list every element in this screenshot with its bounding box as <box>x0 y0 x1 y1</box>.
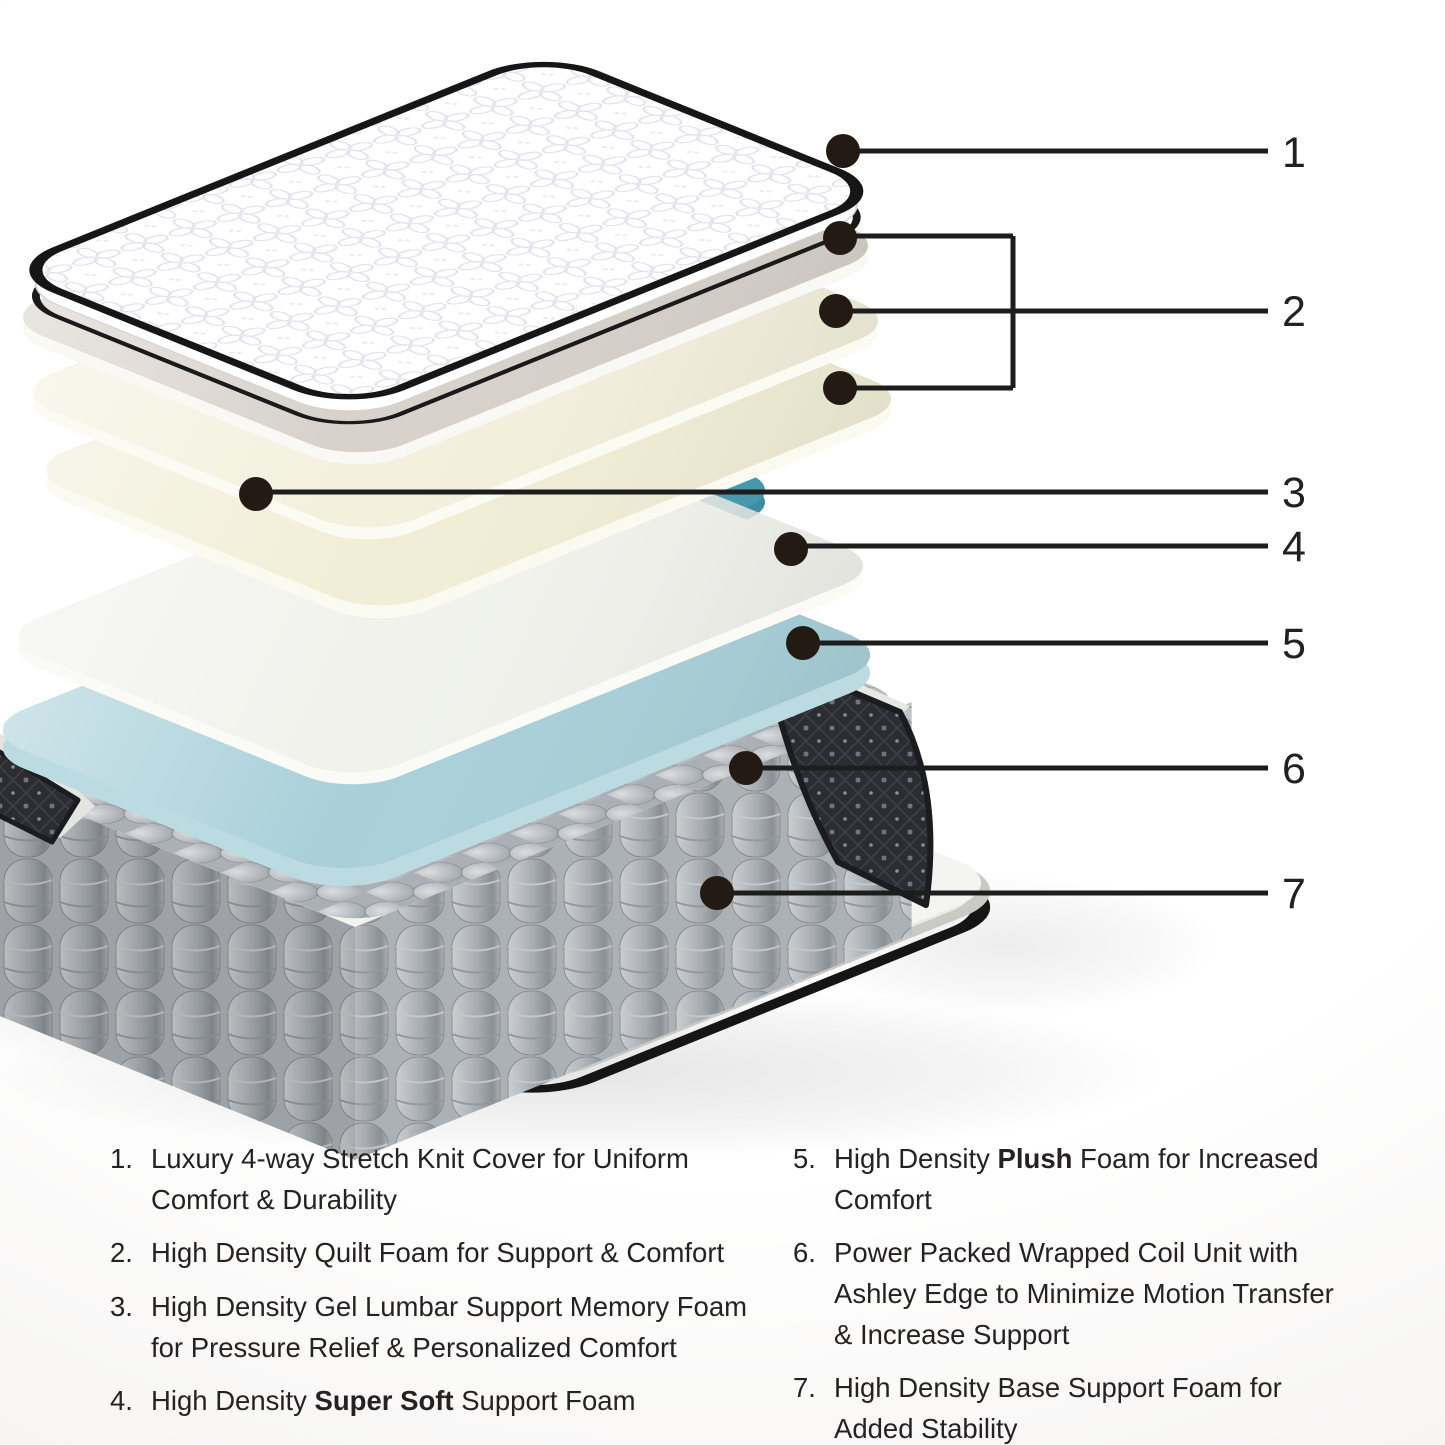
legend-item-number: 2. <box>110 1237 133 1269</box>
cover-top-pattern <box>35 64 857 397</box>
callout-numbers: 1 2 3 4 5 6 7 <box>1282 129 1306 918</box>
callout-dot-7 <box>700 876 734 910</box>
left-quilted-panel <box>0 749 81 845</box>
legend-item-text: High Density Super Soft Support Foam <box>151 1385 636 1417</box>
cover-piping <box>29 61 864 400</box>
callout-number-1: 1 <box>1282 129 1306 177</box>
callout-number-6: 6 <box>1282 745 1306 793</box>
legend-item: 1. Luxury 4-way Stretch Knit Cover for Un… <box>110 1139 772 1220</box>
legend-item-number: 4. <box>110 1385 133 1417</box>
legend-item: 6. Power Packed Wrapped Coil Unit with As… <box>793 1233 1355 1355</box>
coil-front-left-shade <box>0 783 355 1160</box>
callout-number-7: 7 <box>1282 870 1306 918</box>
legend-item-number: 6. <box>793 1237 816 1269</box>
legend-item-number: 3. <box>110 1291 133 1323</box>
callouts: 1 2 3 4 5 6 7 <box>239 129 1306 918</box>
callout-dot-6 <box>729 751 763 785</box>
legend-item: 5. High Density Plush Foam for Increased … <box>793 1139 1355 1220</box>
right-quilted-panel <box>762 652 934 908</box>
callout-dot-3 <box>239 477 273 511</box>
legend-item-text: High Density Quilt Foam for Support & Co… <box>151 1237 725 1269</box>
callout-dot-2a <box>823 221 857 255</box>
coil-front-right-shade <box>355 702 912 1160</box>
callout-dot-2b <box>819 294 853 328</box>
legend-item-number: 1. <box>110 1143 133 1174</box>
layer-1-knit-cover <box>29 61 864 425</box>
legend-column-right: 5. High Density Plush Foam for Increased … <box>793 1139 1355 1445</box>
callout-dot-1 <box>826 134 860 168</box>
callout-number-4: 4 <box>1282 523 1306 571</box>
legend-item: 3. High Density Gel Lumbar Support Memory… <box>110 1287 772 1368</box>
legend-item-number: 5. <box>793 1143 816 1174</box>
callout-bracket-2 <box>836 233 1268 391</box>
legend-item: 2. High Density Quilt Foam for Support & … <box>110 1233 772 1274</box>
callout-lines <box>256 148 1268 896</box>
legend-item: 7. High Density Base Support Foam for Add… <box>793 1368 1355 1445</box>
coil-front-left-face <box>0 783 355 1160</box>
legend-item-text: Power Packed Wrapped Coil Unit with Ashl… <box>834 1237 1334 1350</box>
callout-number-5: 5 <box>1282 620 1306 668</box>
legend-item-text: High Density Plush Foam for Increased Co… <box>834 1143 1319 1215</box>
callout-number-3: 3 <box>1282 469 1306 517</box>
callout-dot-2c <box>823 371 857 405</box>
callout-dots <box>239 134 860 910</box>
coil-front-right-face <box>355 702 912 1160</box>
legend-item-text: High Density Gel Lumbar Support Memory F… <box>151 1291 748 1363</box>
legend-item: 4. High Density Super Soft Support Foam <box>110 1381 772 1422</box>
legend-column-left: 1. Luxury 4-way Stretch Knit Cover for Un… <box>110 1139 772 1435</box>
callout-dot-4 <box>774 532 808 566</box>
legend-item-number: 7. <box>793 1372 816 1404</box>
callout-number-2: 2 <box>1282 288 1306 336</box>
legend-item-text: Luxury 4-way Stretch Knit Cover for Unif… <box>151 1143 689 1215</box>
legend-item-text: High Density Base Support Foam for Added… <box>834 1372 1282 1445</box>
callout-dot-5 <box>786 626 820 660</box>
